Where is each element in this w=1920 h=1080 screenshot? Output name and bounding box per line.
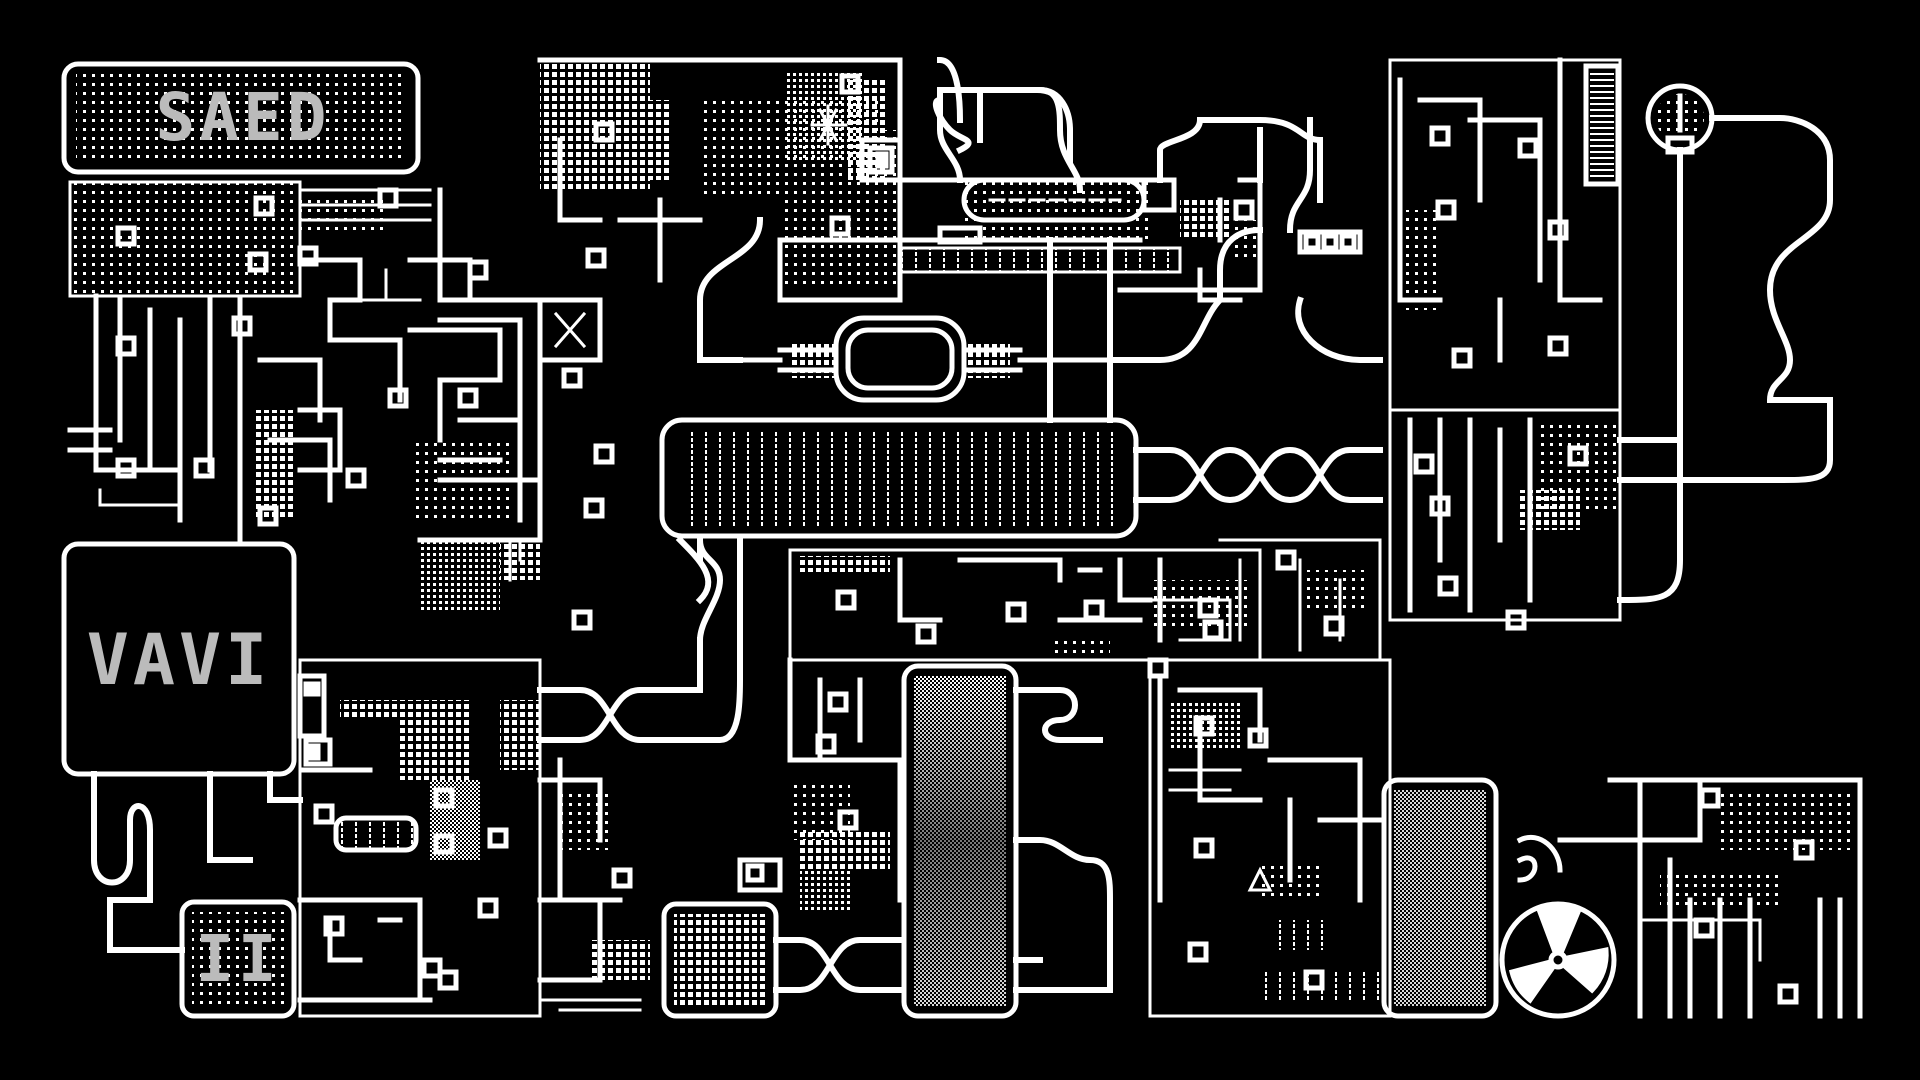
right-dither-tank <box>1381 777 1499 1019</box>
hatched-capsule <box>661 901 779 1019</box>
dither-tank-pipes <box>1013 687 1113 993</box>
left-display-text: VAVI <box>86 619 272 701</box>
right-lower-circuit <box>1148 658 1392 1018</box>
cross-pipes-bottom <box>773 937 903 993</box>
left-circuit-block <box>67 180 432 543</box>
mid-right-detail <box>1147 538 1382 679</box>
top-left-small-panel <box>253 195 422 302</box>
top-pipe-loops <box>936 56 1324 203</box>
far-right-pipes <box>1616 115 1833 604</box>
central-lower-circuit <box>737 548 1262 910</box>
right-circuit-block <box>1297 57 1622 631</box>
far-right-bottom-block <box>1516 777 1863 1019</box>
cross-pipes-left <box>537 535 743 743</box>
cross-pipes-right <box>1133 446 1383 504</box>
big-tank <box>659 417 1139 539</box>
fan-icon <box>1499 901 1617 1019</box>
bottom-left-display <box>179 899 297 1019</box>
vertical-dither-tank <box>901 663 1019 1019</box>
top-center-circuit <box>777 57 1263 303</box>
left-pipes <box>91 771 303 953</box>
top-left-display-text: SAED <box>155 79 331 156</box>
pressure-gauge <box>1645 83 1715 155</box>
capsule-pipes <box>697 86 1383 423</box>
left-lower-circuit <box>297 658 650 1018</box>
bottom-left-display-text: II <box>195 923 281 997</box>
top-left-display <box>61 61 421 175</box>
left-display <box>61 541 297 777</box>
